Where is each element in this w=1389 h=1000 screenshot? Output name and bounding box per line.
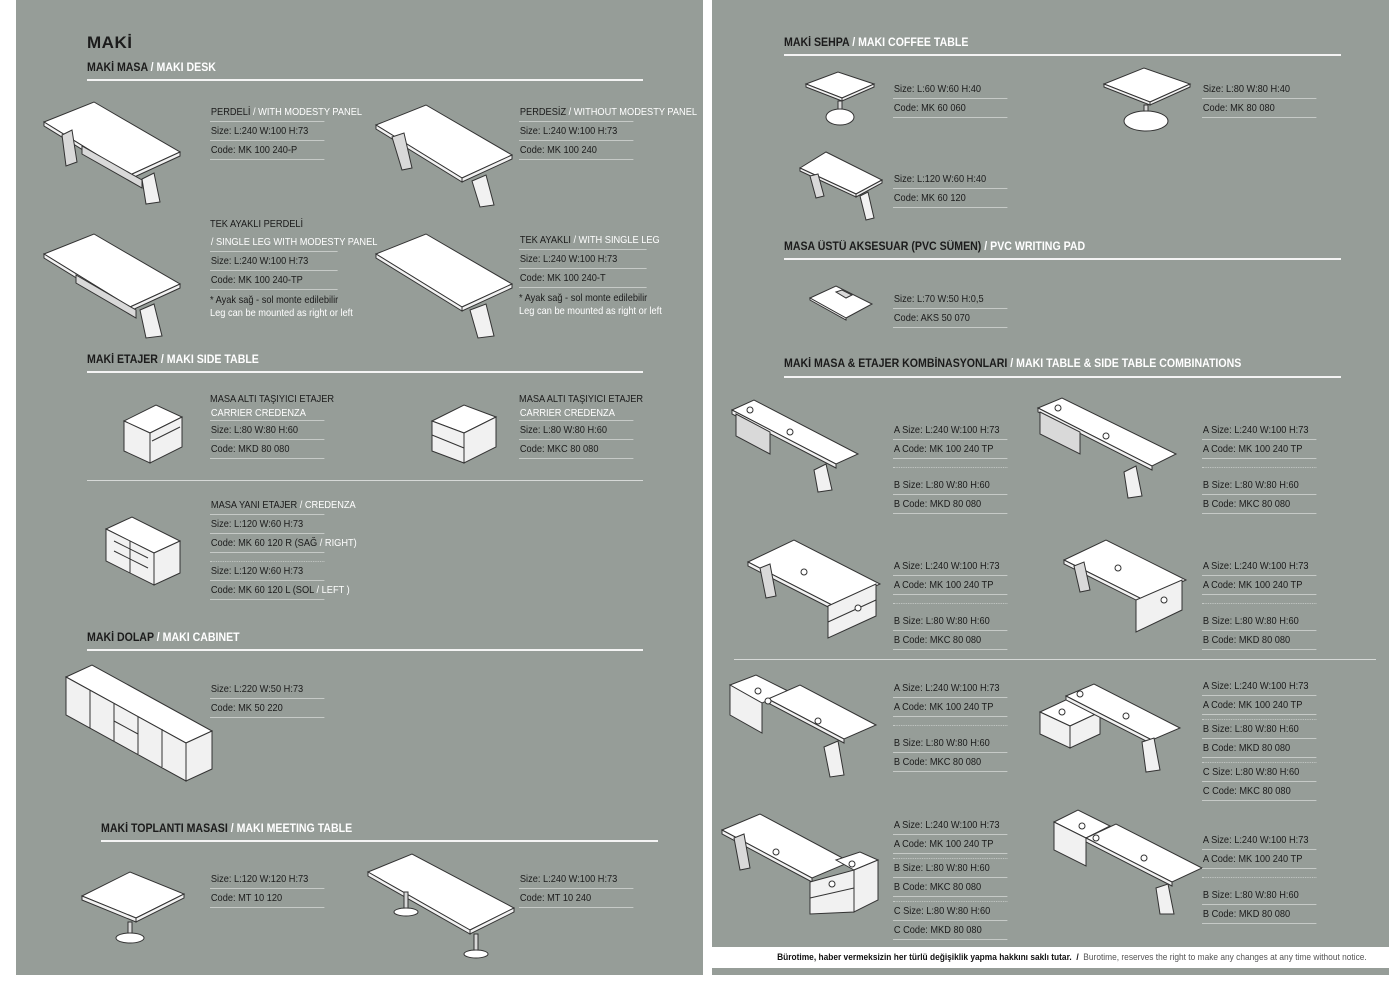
section-rule — [87, 649, 643, 651]
coffee-spec-2: Size: L:80 W:80 H:40 Code: MK 80 080 — [1202, 80, 1317, 118]
brand-title: MAKİ — [87, 33, 133, 52]
section-rule — [101, 840, 658, 842]
meeting-spec-2: Size: L:240 W:100 H:73 Code: MT 10 240 — [519, 870, 634, 908]
desk-single-leg-image — [374, 233, 514, 339]
side-table-spec-2: MASA ALTI TAŞIYICI ETAJER CARRIER CREDEN… — [519, 393, 643, 459]
carrier-credenza-image-2 — [430, 404, 498, 464]
meeting-spec-1: Size: L:120 W:120 H:73 Code: MT 10 120 — [210, 870, 325, 908]
desk-without-panel-image — [374, 104, 514, 208]
combo-2-spec: A Size: L:240 W:100 H:73 A Code: MK 100 … — [1202, 421, 1317, 514]
section-title-coffee: MAKİ SEHPA / MAKI COFFEE TABLE — [784, 37, 969, 49]
catalog-page-right: MAKİ SEHPA / MAKI COFFEE TABLE Size: L:6… — [712, 0, 1389, 947]
coffee-table-80-image — [1102, 67, 1192, 132]
combo-8-spec: A Size: L:240 W:100 H:73 A Code: MK 100 … — [1202, 831, 1317, 924]
combo-3-image — [746, 539, 882, 639]
desk-spec-3: TEK AYAKLI PERDELİ / SINGLE LEG WITH MOD… — [210, 218, 378, 319]
cabinet-image — [64, 664, 214, 782]
divider — [87, 480, 643, 481]
combo-8-image — [1052, 809, 1204, 915]
meeting-table-square-image — [80, 871, 186, 944]
desk-spec-2: PERDESİZ / WITHOUT MODESTY PANEL Size: L… — [519, 103, 697, 160]
section-title-pad: MASA ÜSTÜ AKSESUAR (PVC SÜMEN) / PVC WRI… — [784, 241, 1086, 253]
combo-5-image — [728, 674, 878, 778]
pad-spec: Size: L:70 W:50 H:0,5 Code: AKS 50 070 — [893, 290, 1008, 328]
writing-pad-image — [808, 285, 874, 321]
section-title-combos: MAKİ MASA & ETAJER KOMBİNASYONLARI / MAK… — [784, 358, 1242, 370]
combo-3-spec: A Size: L:240 W:100 H:73 A Code: MK 100 … — [893, 557, 1008, 650]
cabinet-spec: Size: L:220 W:50 H:73 Code: MK 50 220 — [210, 680, 325, 718]
section-title-cabinet: MAKİ DOLAP / MAKI CABINET — [87, 632, 240, 644]
divider — [734, 659, 1376, 660]
section-rule — [87, 371, 643, 373]
meeting-table-long-image — [366, 853, 516, 959]
coffee-table-120-image — [798, 151, 884, 221]
combo-2-image — [1036, 397, 1178, 499]
combo-6-spec: A Size: L:240 W:100 H:73 A Code: MK 100 … — [1202, 677, 1317, 801]
desk-modesty-panel-image — [42, 101, 182, 205]
desk-single-leg-panel-image — [42, 233, 182, 339]
section-rule — [784, 258, 1341, 260]
desk-spec-4: TEK AYAKLI / WITH SINGLE LEG Size: L:240… — [519, 231, 662, 318]
coffee-spec-3: Size: L:120 W:60 H:40 Code: MK 60 120 — [893, 170, 1008, 208]
footer-disclaimer: Bürotime, haber vermeksizin her türlü de… — [712, 948, 1389, 968]
carrier-credenza-image-1 — [122, 404, 184, 464]
combo-4-image — [1062, 539, 1188, 633]
combo-7-spec: A Size: L:240 W:100 H:73 A Code: MK 100 … — [893, 816, 1008, 940]
bottom-strip — [712, 968, 1389, 975]
footer-separator: / — [1076, 952, 1079, 963]
combo-5-spec: A Size: L:240 W:100 H:73 A Code: MK 100 … — [893, 679, 1008, 772]
combo-7-image — [720, 813, 880, 915]
section-title-desk: MAKİ MASA / MAKI DESK — [87, 62, 216, 74]
section-rule — [87, 79, 643, 81]
credenza-spec: MASA YANI ETAJER / CREDENZA Size: L:120 … — [210, 496, 357, 600]
section-rule — [784, 376, 1341, 378]
catalog-page-left: MAKİ MAKİ MASA / MAKI DESK PERDELİ / WIT… — [16, 0, 703, 975]
credenza-image — [104, 516, 182, 586]
coffee-spec-1: Size: L:60 W:60 H:40 Code: MK 60 060 — [893, 80, 1008, 118]
combo-6-image — [1038, 683, 1182, 773]
section-title-side-table: MAKİ ETAJER / MAKI SIDE TABLE — [87, 354, 259, 366]
side-table-spec-1: MASA ALTI TAŞIYICI ETAJER CARRIER CREDEN… — [210, 393, 334, 459]
combo-1-spec: A Size: L:240 W:100 H:73 A Code: MK 100 … — [893, 421, 1008, 514]
footer-text-en: Burotime, reserves the right to make any… — [1083, 952, 1367, 963]
section-title-meeting: MAKİ TOPLANTI MASASI / MAKI MEETING TABL… — [101, 823, 353, 835]
combo-1-image — [730, 399, 860, 493]
combo-4-spec: A Size: L:240 W:100 H:73 A Code: MK 100 … — [1202, 557, 1317, 650]
desk-spec-1: PERDELİ / WITH MODESTY PANEL Size: L:240… — [210, 103, 362, 160]
footer-text-tr: Bürotime, haber vermeksizin her türlü de… — [777, 952, 1072, 963]
coffee-table-60-image — [804, 71, 876, 126]
section-rule — [784, 54, 1341, 56]
